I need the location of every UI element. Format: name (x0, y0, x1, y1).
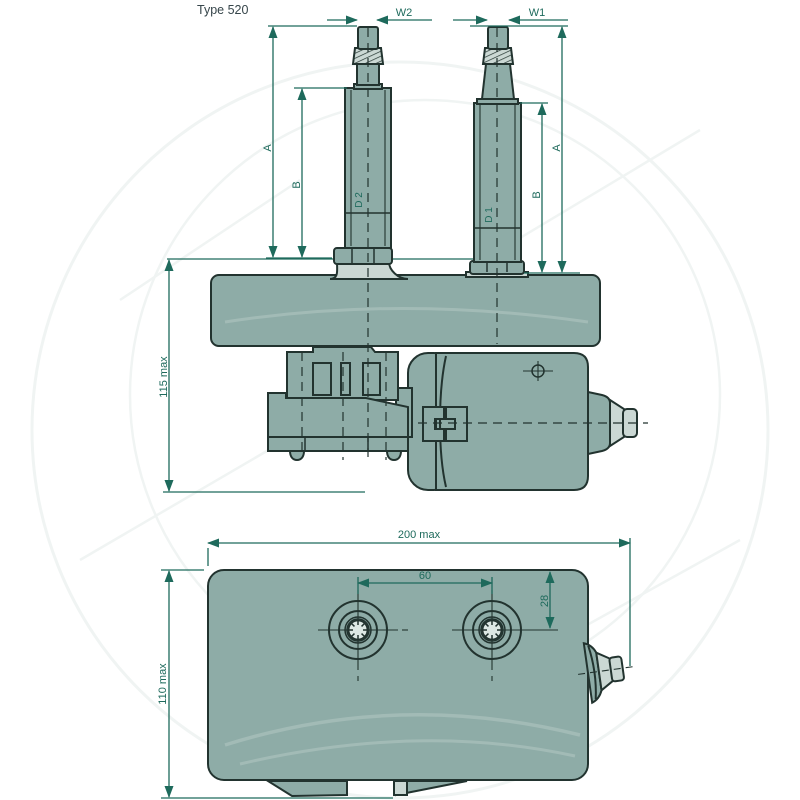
dim-label-115-max: 115 max (158, 356, 170, 398)
coupling-clamp (422, 406, 468, 442)
dim-label-110-max: 110 max (157, 663, 169, 705)
motor-rim-curve (439, 355, 447, 488)
shaft1-diameter-label: D 1 (484, 207, 495, 223)
shaft2-hex-nut (333, 247, 393, 265)
gearbox-foot (385, 450, 403, 462)
gearbox (267, 346, 413, 462)
dim-label-28: 28 (539, 595, 551, 607)
plan-underside-strip (393, 780, 408, 796)
side-elevation-view: D 2 D 1 (158, 7, 648, 493)
motor-body (435, 352, 589, 491)
dim-label-b-right: B (531, 191, 543, 198)
mounting-plate (210, 274, 601, 347)
dim-label-200-max: 200 max (398, 529, 441, 541)
dim-label-a-right: A (551, 144, 563, 152)
plan-view-dimensions: 200 max 110 max 60 28 (157, 529, 631, 799)
dim-label-w2: W2 (396, 7, 413, 19)
drawing-title: Type 520 (197, 3, 248, 17)
side-view-dimensions: W2 W1 A B B A 115 (158, 7, 580, 493)
shaft1-cone (480, 63, 516, 100)
plate-highlight (224, 307, 589, 324)
dim-label-a-left: A (262, 144, 274, 152)
shaft2-diameter-label: D 2 (354, 192, 365, 208)
gearbox-foot (288, 450, 306, 462)
plan-motor-end (578, 642, 634, 705)
center-mark-icon (523, 361, 553, 381)
dim-label-w1: W1 (529, 7, 546, 19)
plan-underside-part (264, 780, 348, 798)
shaft1-knurl (481, 47, 515, 65)
dim-label-b-left: B (291, 181, 303, 188)
shaft1-tip (487, 26, 509, 50)
motor-housing (407, 352, 638, 491)
gearbox-base-strip (267, 436, 409, 452)
dim-label-60: 60 (419, 570, 431, 582)
plan-view: 200 max 110 max 60 28 (157, 529, 634, 799)
center-lines (301, 28, 648, 460)
shaft2-bell-base (329, 261, 409, 280)
